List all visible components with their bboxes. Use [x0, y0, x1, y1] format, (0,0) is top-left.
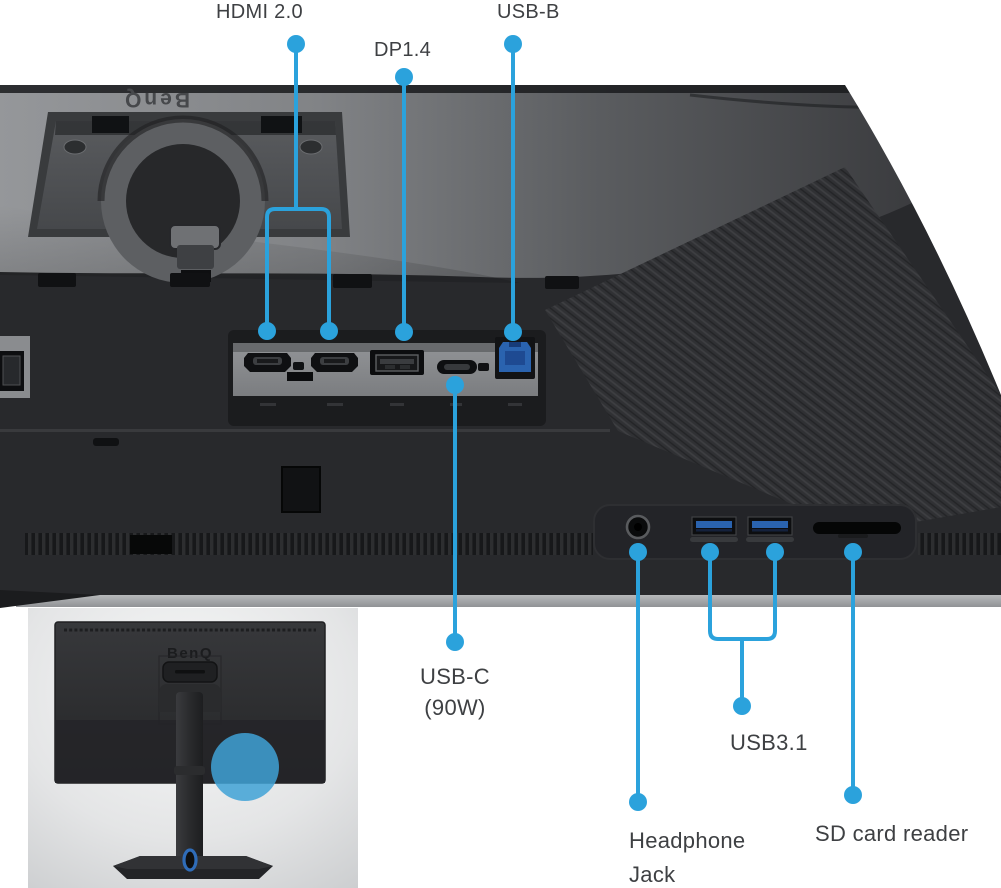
headphone-label-line2: Jack: [629, 862, 676, 887]
left-edge-port-recess: [0, 336, 30, 398]
vesa-tab-left: [92, 116, 129, 133]
dp-label: DP1.4: [374, 39, 432, 61]
background-cutout: [845, 85, 1001, 395]
vesa-tab-right: [261, 116, 302, 133]
usb-b-port: [495, 337, 535, 379]
hdmi-port-1: [244, 353, 291, 372]
bottom-port-tray: [593, 504, 917, 560]
sd-label: SD card reader: [815, 821, 969, 846]
monitor-full-rear-photo: BenQ: [28, 608, 358, 888]
usb31-label: USB3.1: [730, 730, 808, 755]
usb-c-label: USB-C (90W): [405, 661, 505, 723]
textured-panel: [545, 167, 1001, 532]
hdmi-port-2: [311, 353, 358, 372]
left-body-recess: [281, 466, 321, 513]
bottom-bezel-strip: [16, 595, 1001, 607]
usb-a-port-1: [690, 516, 738, 542]
monitor-back-photo: BenQ: [0, 85, 1001, 608]
screw-hole-right: [299, 139, 323, 155]
headphone-label-line1: Headphone: [629, 828, 746, 853]
usb-a-port-2: [746, 516, 794, 542]
vesa-mount-recess: [28, 112, 350, 283]
vent-grille-left: [25, 533, 593, 555]
usb-c-port: [437, 360, 477, 374]
screw-hole-left: [63, 139, 87, 155]
brand-logo-top: BenQ: [122, 88, 190, 111]
usb-b-label: USB-B: [497, 1, 560, 23]
cable-clip: [182, 848, 198, 872]
headphone-label: Headphone Jack: [629, 824, 745, 888]
usb-c-label-line2: (90W): [424, 695, 486, 720]
hdmi-label: HDMI 2.0: [216, 1, 303, 23]
brand-logo-small: BenQ: [167, 645, 213, 662]
displayport: [370, 350, 424, 375]
headphone-jack: [625, 514, 651, 540]
sd-card-slot: [813, 522, 901, 538]
small-monitor-stand-column: [176, 692, 203, 868]
vent-grille-right: [918, 533, 1001, 555]
main-port-recess: [228, 330, 546, 426]
usb-c-label-line1: USB-C: [420, 664, 490, 689]
feature-highlight-circle: [211, 733, 279, 801]
